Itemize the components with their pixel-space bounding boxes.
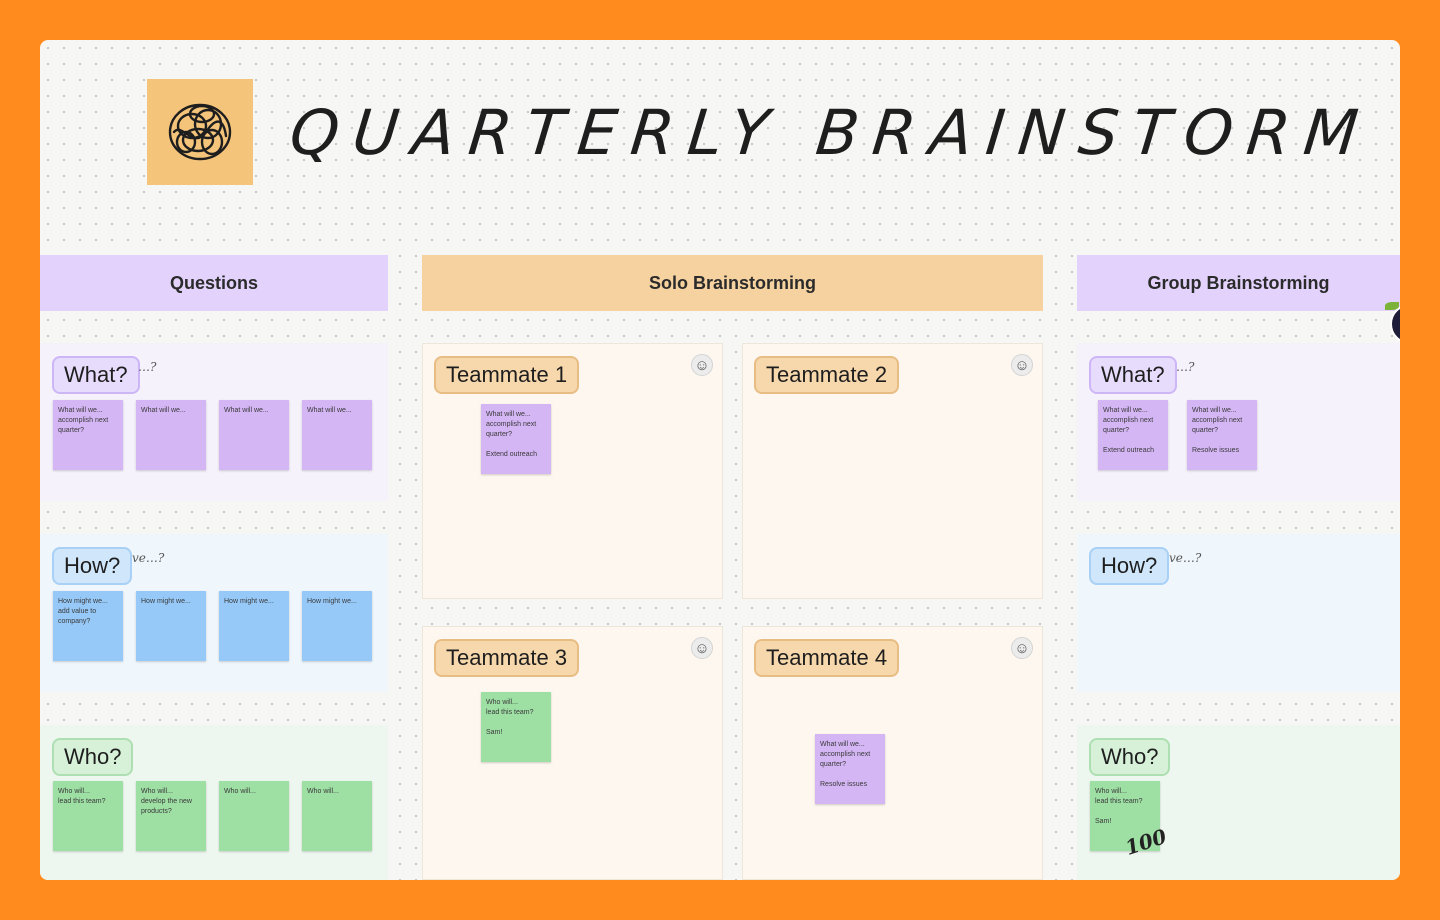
solo-brainstorming-header: Solo Brainstorming bbox=[422, 255, 1043, 311]
questions-who-label[interactable]: Who? bbox=[52, 738, 134, 776]
sticky-note[interactable]: Who will... develop the new products? bbox=[136, 781, 206, 851]
scribble-logo-icon bbox=[147, 79, 253, 185]
sticky-note[interactable]: How might we... bbox=[302, 591, 372, 661]
teammate-1-label[interactable]: Teammate 1 bbox=[434, 356, 580, 394]
sticky-note[interactable]: Who will... lead this team? bbox=[53, 781, 123, 851]
teammate-3-label[interactable]: Teammate 3 bbox=[434, 639, 580, 677]
board-title: QUARTERLY BRAINSTORM bbox=[286, 96, 1376, 169]
sticky-note[interactable]: Who will... bbox=[219, 781, 289, 851]
smiley-icon[interactable]: ☺ bbox=[691, 354, 713, 376]
sticky-note[interactable]: Who will... lead this team? Sam! bbox=[481, 692, 551, 762]
questions-what-label[interactable]: What? bbox=[52, 356, 140, 394]
teammate-4-label[interactable]: Teammate 4 bbox=[754, 639, 900, 677]
group-how-scribble: ve…? bbox=[1169, 551, 1202, 565]
questions-header: Questions bbox=[40, 255, 388, 311]
sticky-note[interactable]: Who will... bbox=[302, 781, 372, 851]
sticky-note[interactable]: What will we... accomplish next quarter?… bbox=[481, 404, 551, 474]
sticky-note[interactable]: What will we... bbox=[302, 400, 372, 470]
smiley-icon[interactable]: ☺ bbox=[1011, 637, 1033, 659]
sticky-note[interactable]: How might we... bbox=[136, 591, 206, 661]
questions-how-label[interactable]: How? bbox=[52, 547, 133, 585]
sticky-note[interactable]: What will we... accomplish next quarter?… bbox=[815, 734, 885, 804]
sticky-note[interactable]: How might we... bbox=[219, 591, 289, 661]
questions-what-scribble: …? bbox=[138, 360, 157, 374]
group-what-label[interactable]: What? bbox=[1089, 356, 1177, 394]
whiteboard-canvas[interactable]: QUARTERLY BRAINSTORM Questions Solo Brai… bbox=[40, 40, 1400, 880]
group-who-label[interactable]: Who? bbox=[1089, 738, 1171, 776]
group-how-label[interactable]: How? bbox=[1089, 547, 1170, 585]
sticky-note[interactable]: What will we... bbox=[219, 400, 289, 470]
sticky-note[interactable]: What will we... bbox=[136, 400, 206, 470]
smiley-icon[interactable]: ☺ bbox=[1011, 354, 1033, 376]
smiley-icon[interactable]: ☺ bbox=[691, 637, 713, 659]
sticky-note[interactable]: How might we... add value to company? bbox=[53, 591, 123, 661]
group-what-scribble: …? bbox=[1176, 360, 1195, 374]
sticky-note[interactable]: What will we... accomplish next quarter? bbox=[53, 400, 123, 470]
sticky-note[interactable]: What will we... accomplish next quarter?… bbox=[1098, 400, 1168, 470]
teammate-2-label[interactable]: Teammate 2 bbox=[754, 356, 900, 394]
group-brainstorming-header: Group Brainstorming bbox=[1077, 255, 1400, 311]
leaf-icon bbox=[1385, 302, 1399, 310]
sticky-note[interactable]: What will we... accomplish next quarter?… bbox=[1187, 400, 1257, 470]
sticky-note[interactable]: Who will... lead this team? Sam! bbox=[1090, 781, 1160, 851]
questions-how-scribble: ve…? bbox=[132, 551, 165, 565]
